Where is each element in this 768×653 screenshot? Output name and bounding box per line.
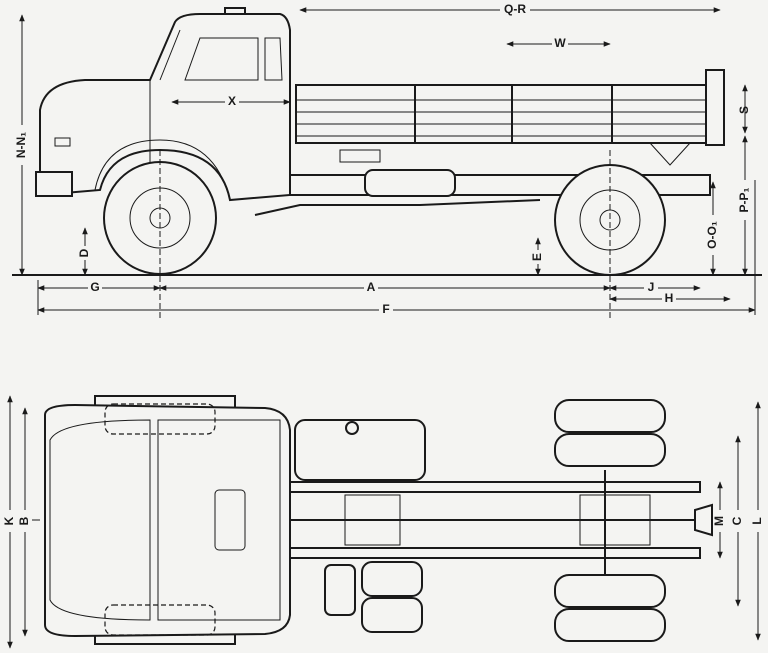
top-view [30,395,760,645]
label-j: J [648,280,655,294]
label-x: X [228,94,236,108]
top-dimensions: K B M C L [2,395,765,649]
label-o: O-O₁ [705,221,719,249]
side-dimensions: Q-R W X S N-N₁ P-P₁ O-O₁ D E G A J H F [14,2,756,317]
rear-wheels-top [554,399,666,642]
label-b: B [17,516,31,525]
label-k: K [2,516,16,525]
label-m: M [712,516,726,526]
label-w: W [554,36,566,50]
air-tank [324,564,356,616]
label-g: G [90,280,99,294]
label-e: E [530,253,544,261]
label-s: S [737,106,751,114]
label-c: C [730,516,744,525]
cab-side [35,7,291,202]
label-a: A [367,280,376,294]
side-view [12,7,762,320]
fuel-tank [294,419,426,481]
label-n: N-N₁ [14,132,28,158]
label-d: D [77,248,91,257]
label-qr: Q-R [504,2,526,16]
label-f: F [382,302,389,316]
label-h: H [665,291,674,305]
label-p: P-P₁ [737,187,751,212]
dump-bed [295,69,725,166]
chassis-top [289,470,713,575]
label-l: L [750,517,764,524]
cab-top [44,395,291,645]
